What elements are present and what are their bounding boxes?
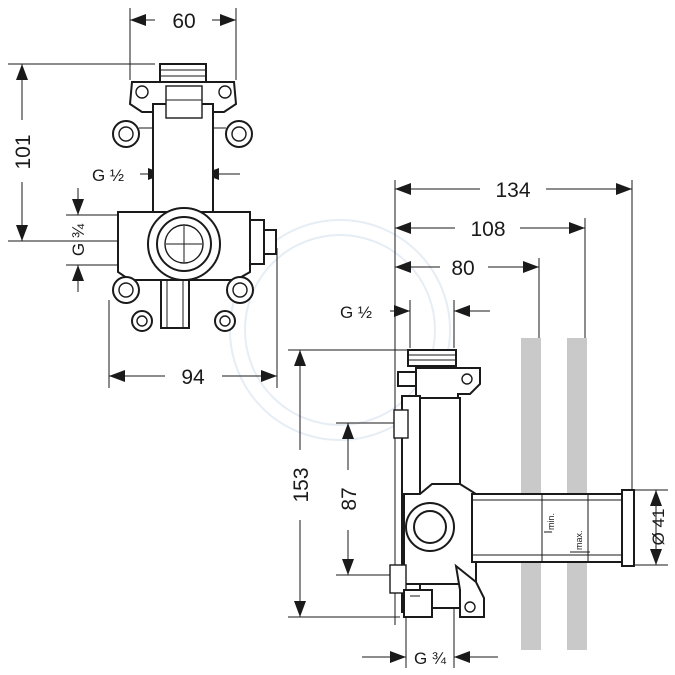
dim-depth-min: 80 <box>395 257 539 280</box>
dim-width-top-label: 60 <box>172 10 195 33</box>
dim-height-axis-label: 87 <box>338 487 361 510</box>
dim-diameter: Ø 41 <box>634 489 668 566</box>
dim-thread-outlet: G ¾ <box>66 188 120 292</box>
side-thread-inlet-label: G ½ <box>340 303 372 322</box>
dim-height-total: 153 <box>288 349 456 618</box>
dim-height-axis: 87 <box>336 422 395 576</box>
dim-diameter-label: Ø 41 <box>649 509 668 546</box>
side-view: 134 108 80 G ½ <box>288 179 668 668</box>
dim-height-total-label: 153 <box>290 467 313 502</box>
dim-side-thread-outlet: G ¾ <box>362 600 498 668</box>
dim-width-top: 60 <box>129 8 237 80</box>
side-thread-outlet-label: G ¾ <box>414 649 447 668</box>
thread-outlet-label: G ¾ <box>69 223 88 256</box>
valve-body-front <box>112 63 277 332</box>
dim-depth-max-label: 134 <box>495 179 530 202</box>
thread-inlet-label: G ½ <box>92 166 124 185</box>
dim-width-bottom-label: 94 <box>181 366 205 389</box>
dim-depth-min-label: 80 <box>451 257 474 280</box>
dim-side-thread-inlet: G ½ <box>340 300 490 348</box>
dim-height: 101 <box>8 63 155 242</box>
front-view: 60 101 G ½ <box>8 8 278 389</box>
dim-height-label: 101 <box>12 134 35 169</box>
dim-depth-mid-label: 108 <box>470 218 505 241</box>
label-max: max. <box>574 530 584 550</box>
dim-depth-max: 134 <box>395 179 632 202</box>
dim-depth-mid: 108 <box>395 218 585 241</box>
dim-width-bottom: 94 <box>108 248 278 389</box>
label-min: min. <box>546 513 556 530</box>
valve-body-side: min. max. <box>389 349 635 618</box>
